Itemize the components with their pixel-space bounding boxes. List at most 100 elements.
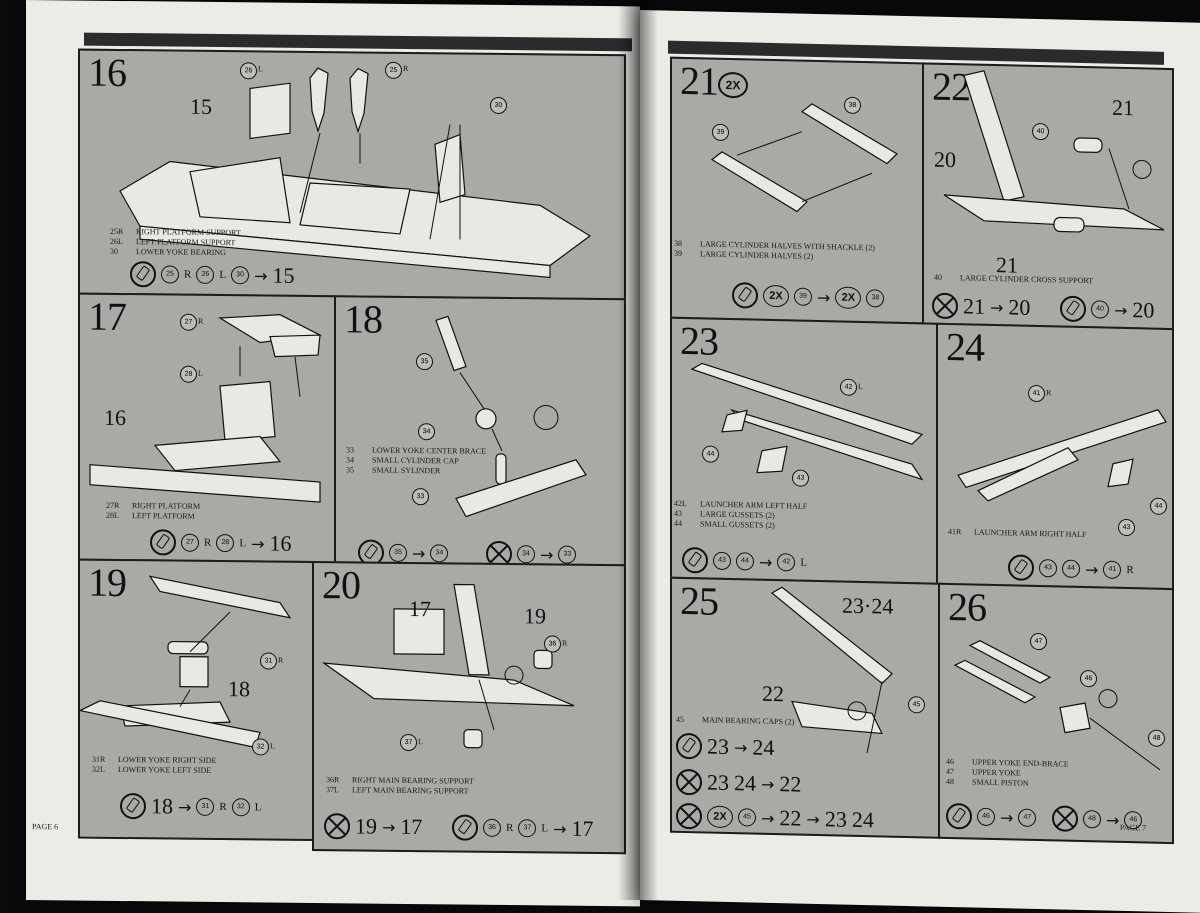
side-mark: L	[418, 737, 423, 747]
part-callout: 25	[385, 61, 402, 79]
arrow-right-icon: →	[254, 265, 268, 286]
arrow-right-icon: →	[540, 544, 554, 565]
part-callout: 34	[418, 423, 435, 441]
part-callout: 43	[1118, 518, 1135, 537]
left-page: 16 15 26 L 25 R 30	[26, 0, 640, 907]
side-mark: L	[858, 381, 863, 392]
callout-label-15: 15	[190, 93, 212, 119]
side-mark: R	[403, 63, 409, 74]
assembly-formula: 23 → 24	[676, 732, 774, 761]
glue-icon	[676, 732, 702, 760]
glue-icon	[1008, 554, 1034, 581]
no-glue-icon	[932, 292, 958, 320]
callout-label-18: 18	[228, 676, 250, 702]
part-callout: 41	[1028, 384, 1045, 403]
part-callout: 35	[416, 353, 433, 371]
callout-label-22: 22	[762, 680, 784, 707]
arrow-right-icon: →	[382, 817, 396, 837]
assembly-formula: 2X 45 → 22 → 23 24	[676, 802, 874, 833]
upper-yoke-illustration	[953, 640, 1161, 771]
page-number: PAGE 7	[1120, 822, 1147, 833]
step-16-panel: 16 15 26 L 25 R 30	[78, 48, 626, 301]
assembly-formula: 2X 39 → 2X 38	[732, 282, 885, 311]
assembly-formula: 40 → 20	[1060, 295, 1154, 324]
page-number: PAGE 6	[32, 822, 59, 832]
glue-icon	[682, 546, 708, 574]
part-callout: 44	[1150, 497, 1167, 515]
part-callout: 36	[544, 635, 561, 653]
main-bearing-illustration	[321, 583, 575, 749]
no-glue-icon	[324, 813, 350, 840]
assembly-formula: 46 → 47	[946, 802, 1037, 831]
part-callout: 39	[712, 123, 729, 142]
bearing-cap-illustration	[770, 586, 893, 754]
glue-icon	[946, 802, 972, 830]
part-callout: 27	[180, 313, 197, 331]
part-callout: 37	[400, 733, 417, 752]
part-callout: 32	[252, 738, 269, 756]
glue-icon	[1060, 295, 1086, 323]
glue-icon	[130, 261, 156, 288]
arrow-right-icon: →	[1000, 807, 1014, 827]
arrow-right-icon: →	[1085, 559, 1099, 579]
arrow-right-icon: →	[553, 819, 567, 839]
arrow-right-icon: →	[761, 808, 775, 828]
side-mark: R	[562, 638, 568, 648]
arrow-right-icon: →	[817, 287, 831, 307]
no-glue-icon	[676, 802, 702, 830]
platform-illustration	[89, 314, 323, 503]
no-glue-icon	[676, 768, 702, 796]
callout-label-23-24: 23·24	[842, 592, 894, 619]
callout-label-21: 21	[1112, 94, 1134, 121]
part-callout: 40	[1032, 122, 1049, 141]
callout-label-19: 19	[524, 603, 546, 629]
assembly-formula: 19 → 17	[324, 813, 422, 840]
side-mark: R	[278, 655, 284, 665]
part-callout: 44	[702, 445, 719, 463]
part-callout: 46	[1080, 669, 1097, 688]
chassis-illustration	[119, 67, 592, 279]
part-callout: 48	[1148, 729, 1165, 747]
part-callout: 47	[1030, 632, 1047, 651]
part-callout: 28	[180, 365, 197, 383]
part-callout: 38	[844, 96, 861, 115]
arrow-right-icon: →	[734, 737, 748, 757]
glue-icon	[452, 814, 478, 841]
arrow-right-icon: →	[761, 774, 775, 794]
part-callout: 30	[490, 96, 507, 115]
no-glue-icon	[1052, 805, 1078, 832]
part-callout: 45	[908, 696, 925, 714]
cross-support-illustration	[943, 70, 1165, 233]
part-callout: 26	[240, 62, 257, 80]
lower-yoke-illustration	[80, 575, 292, 749]
glue-icon	[732, 282, 758, 309]
arrow-right-icon: →	[759, 552, 773, 572]
callout-label-16: 16	[104, 404, 126, 431]
callout-label-20: 20	[934, 146, 956, 173]
glue-icon	[150, 529, 176, 556]
arrow-right-icon: →	[990, 297, 1004, 317]
part-callout: 43	[792, 469, 809, 487]
